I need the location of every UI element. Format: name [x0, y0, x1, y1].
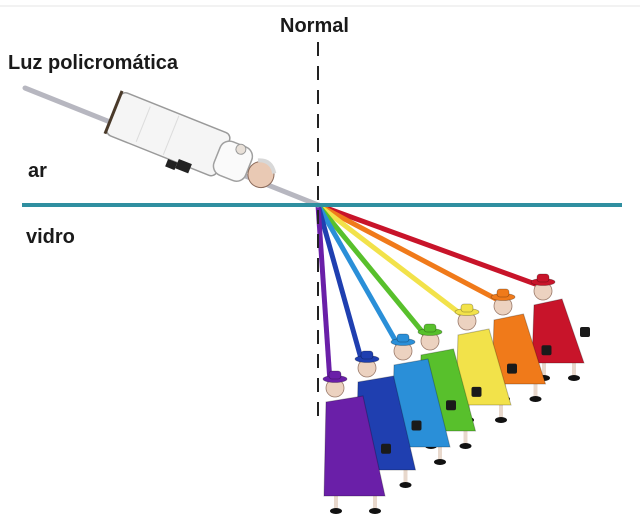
- ray-orange: [316, 202, 500, 303]
- normal-label: Normal: [280, 15, 349, 37]
- figures-in-colored-coats: [322, 273, 590, 514]
- glass-label: vidro: [26, 226, 75, 248]
- air-label: ar: [28, 160, 47, 182]
- ray-yellow: [316, 203, 464, 317]
- ray-red: [317, 202, 539, 288]
- figure-violet-icon: [322, 370, 391, 514]
- ray-blue: [315, 204, 365, 363]
- figure-in-white-coat-icon: [103, 90, 277, 189]
- incident-light-label: Luz policromática: [8, 52, 179, 74]
- ray-violet: [315, 204, 333, 383]
- ray-light-blue: [315, 203, 401, 347]
- ray-green: [316, 203, 427, 337]
- refracted-rays: [315, 202, 539, 383]
